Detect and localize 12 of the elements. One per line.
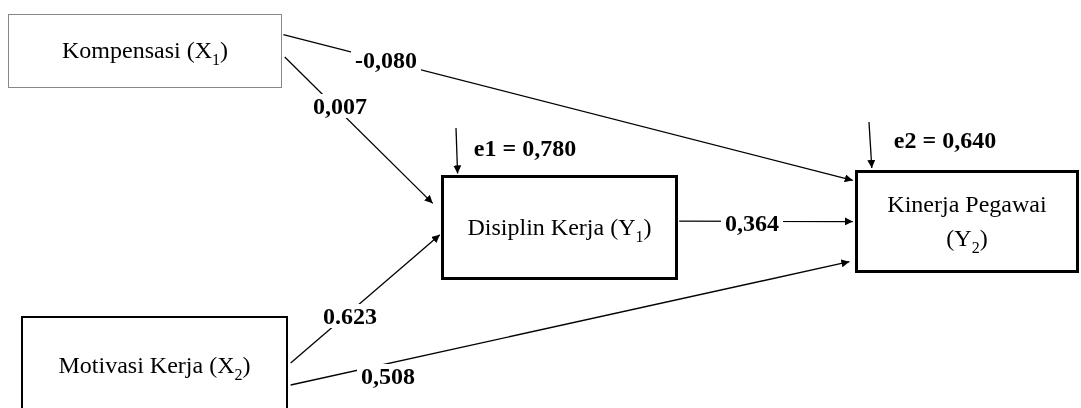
variable-box [21, 316, 288, 408]
path-coefficient: -0,080 [351, 48, 421, 72]
arrow [867, 121, 876, 169]
variable-box [8, 14, 282, 88]
variable-box [855, 170, 1079, 273]
variable-label: Disiplin Kerja (Y$_{1}$) [467, 212, 652, 245]
variable-box [441, 175, 678, 280]
arrow [453, 127, 462, 175]
variable-label: Kinerja Pegawai (Y$_{2}$) [886, 189, 1048, 256]
variable-label: Kompensasi (X$_{1}$) [62, 36, 228, 68]
arrow [290, 259, 851, 386]
variable-label: Motivasi Kerja (X$_{2}$) [58, 351, 251, 383]
